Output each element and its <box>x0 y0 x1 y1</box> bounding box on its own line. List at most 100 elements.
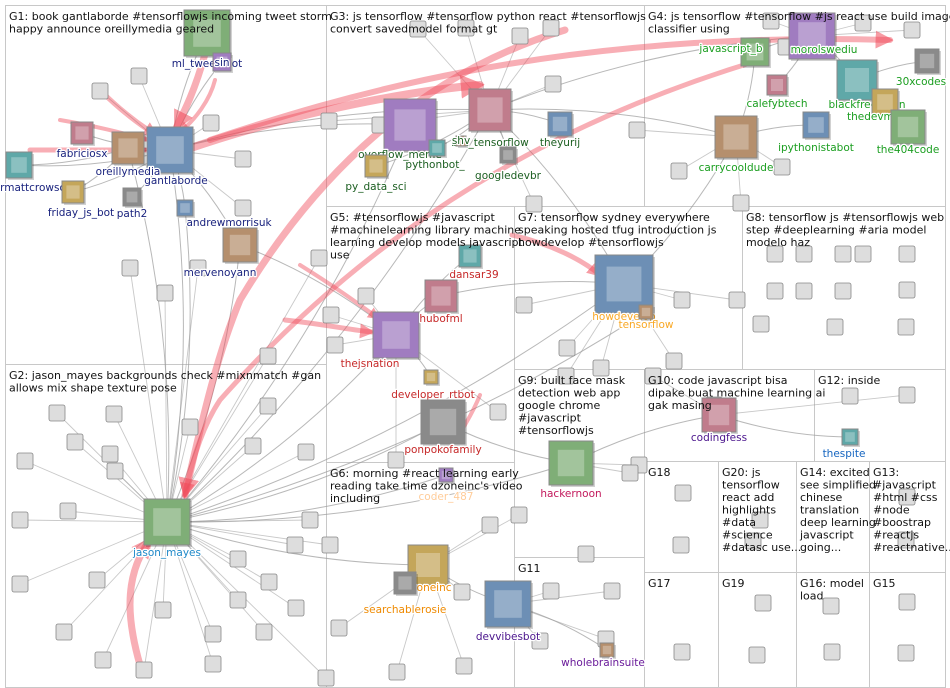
minor-node[interactable] <box>286 536 304 554</box>
node-avatar[interactable] <box>547 111 573 137</box>
minor-node[interactable] <box>135 661 153 679</box>
minor-node[interactable] <box>322 306 340 324</box>
node-avatar[interactable] <box>458 244 482 268</box>
minor-node[interactable] <box>301 511 319 529</box>
minor-node[interactable] <box>88 571 106 589</box>
minor-node[interactable] <box>515 296 533 314</box>
minor-node[interactable] <box>455 657 473 675</box>
node-avatar[interactable] <box>788 12 836 60</box>
minor-node[interactable] <box>665 352 683 370</box>
node-tensorflow[interactable]: tensorflow <box>617 304 675 332</box>
minor-node[interactable] <box>754 594 772 612</box>
minor-node[interactable] <box>130 67 148 85</box>
minor-node[interactable] <box>897 318 915 336</box>
minor-node[interactable] <box>229 591 247 609</box>
minor-node[interactable] <box>542 582 560 600</box>
node-andrewmorrisuk[interactable]: andrewmorrisuk <box>176 199 274 230</box>
minor-node[interactable] <box>644 367 662 385</box>
minor-node[interactable] <box>357 287 375 305</box>
node-avatar[interactable] <box>594 254 654 314</box>
minor-node[interactable] <box>748 646 766 664</box>
minor-node[interactable] <box>673 643 691 661</box>
minor-node[interactable] <box>388 663 406 681</box>
minor-node[interactable] <box>898 281 916 299</box>
minor-node[interactable] <box>326 336 344 354</box>
minor-node[interactable] <box>898 593 916 611</box>
node-avatar[interactable] <box>111 131 145 165</box>
minor-node[interactable] <box>728 291 746 309</box>
node-drmattcrowson[interactable]: drmattcrowson <box>0 151 74 195</box>
node-pythonbot_[interactable]: pythonbot_ <box>404 139 467 172</box>
node-avatar[interactable] <box>638 304 654 320</box>
minor-node[interactable] <box>317 669 335 687</box>
minor-node[interactable] <box>823 643 841 661</box>
node-gantlaborde[interactable]: gantlaborde <box>143 126 209 188</box>
minor-node[interactable] <box>105 405 123 423</box>
minor-node[interactable] <box>525 195 543 213</box>
node-morolswediu[interactable]: morolswediu <box>788 12 859 61</box>
node-shv[interactable]: shv <box>451 134 472 149</box>
minor-node[interactable] <box>16 452 34 470</box>
node-avatar[interactable] <box>914 48 940 74</box>
node-avatar[interactable] <box>212 52 232 72</box>
node-hubofml[interactable]: hubofml <box>418 279 464 326</box>
minor-node[interactable] <box>795 245 813 263</box>
node-googledevbr[interactable]: googledevbr <box>474 146 543 183</box>
node-avatar[interactable] <box>423 369 439 385</box>
minor-node[interactable] <box>511 27 529 45</box>
node-py_data_sci[interactable]: py_data_sci <box>344 154 408 194</box>
minor-node[interactable] <box>204 625 222 643</box>
node-path2[interactable]: path2 <box>115 187 149 221</box>
node-avatar[interactable] <box>438 467 454 483</box>
minor-node[interactable] <box>321 536 339 554</box>
node-avatar[interactable] <box>714 115 758 159</box>
minor-node[interactable] <box>841 387 859 405</box>
minor-node[interactable] <box>628 121 646 139</box>
node-coder_487[interactable]: coder_487 <box>417 467 475 504</box>
minor-node[interactable] <box>204 655 222 673</box>
node-avatar[interactable] <box>428 139 446 157</box>
minor-node[interactable] <box>244 437 262 455</box>
minor-node[interactable] <box>752 315 770 333</box>
minor-node[interactable] <box>834 245 852 263</box>
minor-node[interactable] <box>558 339 576 357</box>
minor-node[interactable] <box>542 19 560 37</box>
minor-node[interactable] <box>48 404 66 422</box>
node-avatar[interactable] <box>122 187 142 207</box>
minor-node[interactable] <box>898 488 916 506</box>
minor-node[interactable] <box>854 245 872 263</box>
minor-node[interactable] <box>674 484 692 502</box>
minor-node[interactable] <box>55 623 73 641</box>
node-avatar[interactable] <box>176 199 194 217</box>
minor-node[interactable] <box>481 516 499 534</box>
node-avatar[interactable] <box>468 88 512 132</box>
node-dansar39[interactable]: dansar39 <box>448 244 500 282</box>
minor-node[interactable] <box>592 359 610 377</box>
node-avatar[interactable] <box>841 428 859 446</box>
node-avatar[interactable] <box>393 571 417 595</box>
minor-node[interactable] <box>156 284 174 302</box>
node-mervenoyann[interactable]: mervenoyann <box>182 227 259 280</box>
minor-node[interactable] <box>91 82 109 100</box>
node-searchablerosie[interactable]: searchablerosie <box>362 571 448 617</box>
minor-node[interactable] <box>766 245 784 263</box>
minor-node[interactable] <box>287 599 305 617</box>
minor-node[interactable] <box>259 397 277 415</box>
minor-node[interactable] <box>854 14 872 32</box>
minor-node[interactable] <box>66 433 84 451</box>
node-avatar[interactable] <box>766 74 788 96</box>
minor-node[interactable] <box>387 451 405 469</box>
node-ponpokofamily[interactable]: ponpokofamily <box>403 399 483 457</box>
minor-node[interactable] <box>751 511 769 529</box>
node-oreillymedia[interactable]: oreillymedia <box>94 131 162 179</box>
node-avatar[interactable] <box>548 440 594 486</box>
node-avatar[interactable] <box>183 9 231 57</box>
minor-node[interactable] <box>577 545 595 563</box>
node-theyurij[interactable]: theyurij <box>539 111 581 150</box>
node-bot_tensorflow[interactable]: bot_tensorflow <box>450 88 530 150</box>
node-carrycooldude[interactable]: carrycooldude <box>697 115 775 175</box>
node-avatar[interactable] <box>70 121 94 145</box>
minor-node[interactable] <box>101 445 119 463</box>
minor-node[interactable] <box>903 21 921 39</box>
minor-node[interactable] <box>154 601 172 619</box>
